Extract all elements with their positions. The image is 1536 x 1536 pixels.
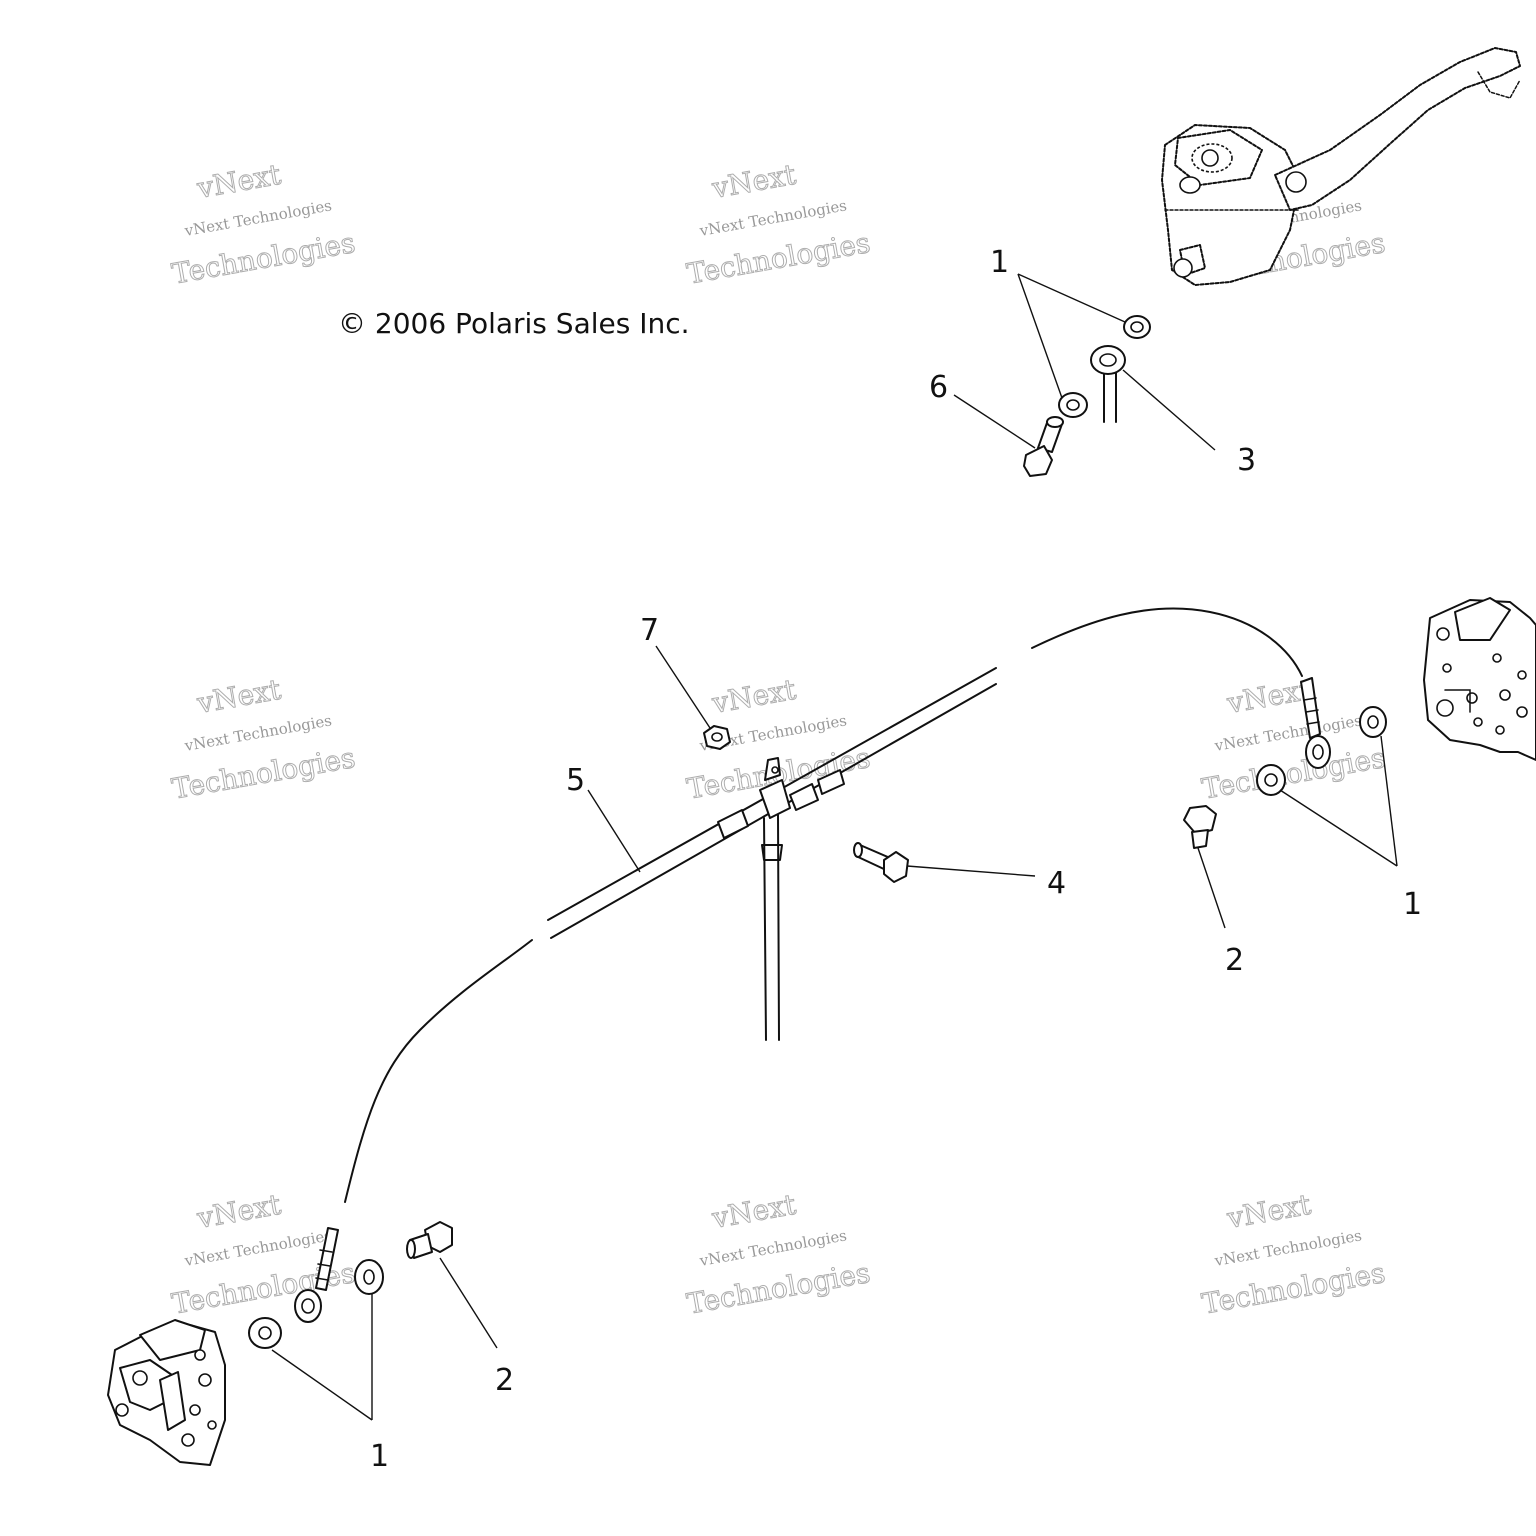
callout-1-left: 1 [370,1439,389,1474]
callout-3: 3 [1237,443,1256,478]
washer-hole [1264,773,1278,787]
washer-hole [363,1269,375,1285]
leader-lines [271,273,1398,1421]
callout-6: 6 [929,370,948,405]
caliper-right-icon [1423,597,1536,761]
watermark-tc: vNext vNext Technologies Technologies [684,157,873,291]
hose-nut-icon [703,725,731,750]
watermark-ml: vNext vNext Technologies Technologies [169,672,358,806]
copyright-text: © 2006 Polaris Sales Inc. [338,307,690,340]
callout-2-right: 2 [1225,943,1244,978]
watermark-mr: vNext vNext Technologies Technologies [1199,672,1388,806]
washer-hole [258,1326,272,1340]
watermark-line1: vNext [194,158,284,205]
callout-4: 4 [1047,866,1066,901]
watermark-line1: vNext [1224,673,1314,720]
watermark-line1: vNext [194,673,284,720]
callout-5: 5 [566,763,585,798]
washer-hole [1066,399,1080,411]
bolt-mid-icon [853,842,909,883]
washer-hole [1367,715,1379,729]
callout-1-right: 1 [1403,887,1422,922]
callout-7: 7 [640,613,659,648]
watermark-line1: vNext [709,158,799,205]
master-cylinder-icon [1161,47,1521,286]
hose-end-left-icon [294,1227,339,1323]
caliper-left-icon [107,1319,226,1466]
watermark-br: vNext vNext Technologies Technologies [1199,1187,1388,1321]
watermark-tl: vNext vNext Technologies Technologies [169,157,358,291]
brake-line-icon [344,607,1303,1203]
watermark-bc: vNext vNext Technologies Technologies [684,1187,873,1321]
watermark-line1: vNext [194,1188,284,1235]
watermark-line1: vNext [709,673,799,720]
hose-end-right-icon [1300,677,1331,769]
banjo-bolt-top-icon [1023,416,1064,477]
callout-1-top: 1 [990,245,1009,280]
watermark-line1: vNext [1224,1188,1314,1235]
banjo-bolt-right-icon [1183,805,1217,849]
watermark-line1: vNext [709,1188,799,1235]
banjo-fitting-top-icon [1090,345,1126,423]
washer-hole [1130,321,1144,333]
banjo-bolt-left-icon [406,1221,453,1259]
callout-2-left: 2 [495,1363,514,1398]
